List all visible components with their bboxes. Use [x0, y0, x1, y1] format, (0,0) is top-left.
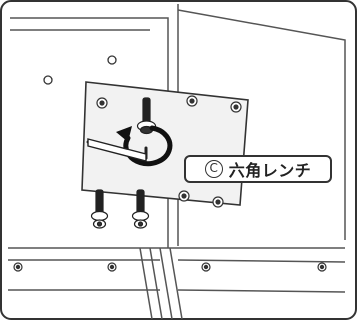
part-letter-badge: C — [205, 160, 223, 178]
part-callout: C 六角レンチ — [184, 155, 332, 183]
part-name-label: 六角レンチ — [229, 157, 312, 181]
